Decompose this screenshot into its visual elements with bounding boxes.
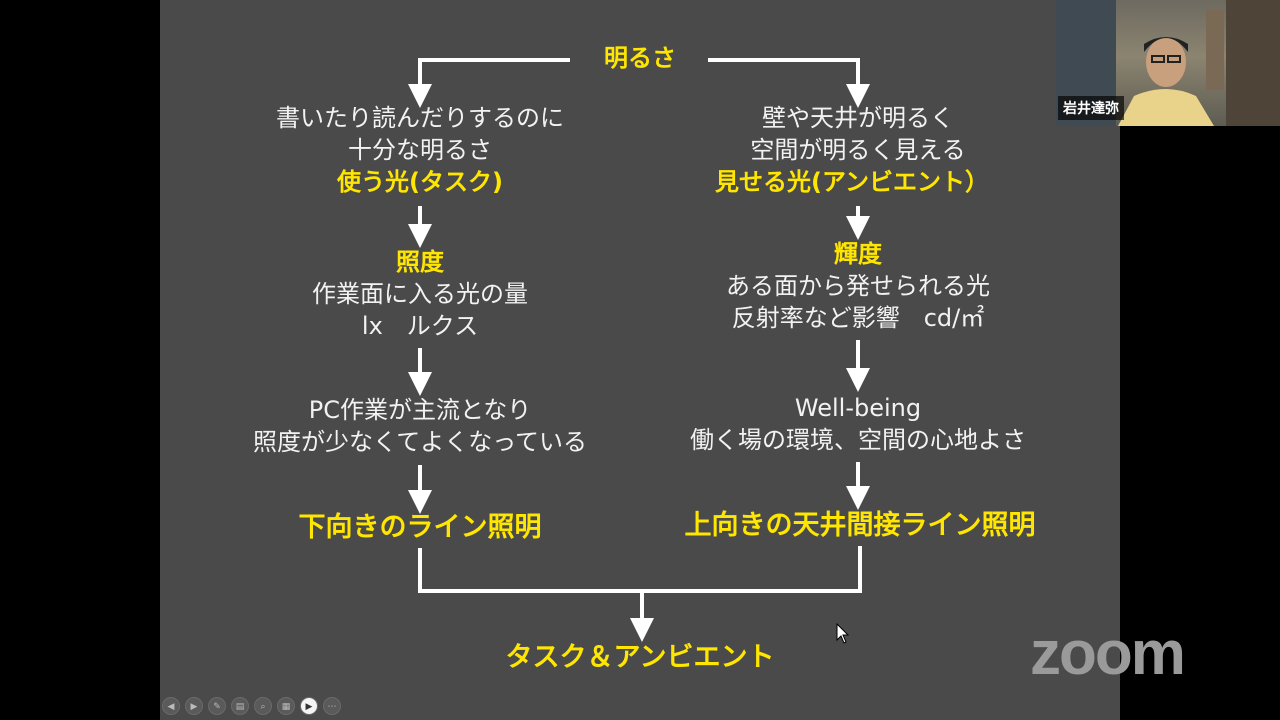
left-desc2: lx ルクス (361, 312, 479, 340)
left-note1: PC作業が主流となり (308, 396, 532, 424)
right-result: 上向きの天井間接ライン照明 (684, 510, 1036, 541)
mouse-cursor-icon (836, 623, 850, 644)
right-note1: Well-being (794, 394, 922, 422)
left-result: 下向きのライン照明 (298, 512, 542, 543)
next-icon[interactable]: ▶ (185, 697, 203, 715)
right-desc1: ある面から発せられる光 (726, 272, 990, 300)
right-metric: 輝度 (834, 240, 882, 268)
left-line1: 書いたり読んだりするのに (276, 104, 564, 132)
more-icon[interactable]: ⋯ (323, 697, 341, 715)
slides-icon[interactable]: ▤ (231, 697, 249, 715)
camera-icon[interactable]: ▶ (300, 697, 318, 715)
left-note2: 照度が少なくてよくなっている (252, 428, 588, 456)
left-line2: 十分な明るさ (348, 136, 492, 164)
right-line1: 壁や天井が明るく (762, 104, 954, 132)
right-note2: 働く場の環境、空間の心地よさ (690, 426, 1026, 454)
left-kind: 使う光(タスク) (337, 168, 503, 196)
pen-icon[interactable]: ✎ (208, 697, 226, 715)
left-metric: 照度 (396, 248, 444, 276)
right-line2: 空間が明るく見える (750, 136, 966, 164)
zoom-logo: zoom (1030, 619, 1186, 688)
right-desc2: 反射率など影響 cd/㎡ (731, 304, 985, 332)
left-desc1: 作業面に入る光の量 (312, 280, 528, 308)
slideshow-toolbar: ◀ ▶ ✎ ▤ ⌕ ▦ ▶ ⋯ (162, 697, 341, 717)
right-kind: 見せる光(アンビエント） (714, 168, 990, 196)
bottom-result: タスク＆アンビエント (505, 642, 775, 673)
participant-name: 岩井達弥 (1058, 96, 1124, 120)
prev-icon[interactable]: ◀ (162, 697, 180, 715)
slide-title: 明るさ (604, 44, 676, 72)
grid-icon[interactable]: ▦ (277, 697, 295, 715)
zoom-icon[interactable]: ⌕ (254, 697, 272, 715)
participant-video[interactable]: 岩井達弥 (1056, 0, 1280, 126)
